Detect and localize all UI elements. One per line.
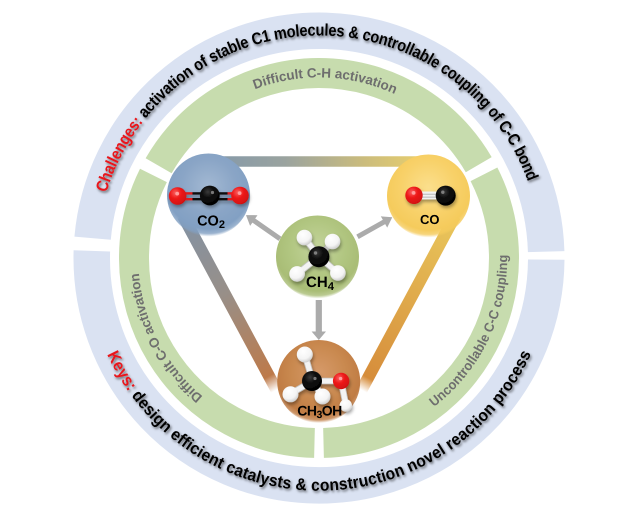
svg-text:a: a	[364, 72, 376, 89]
svg-text:c: c	[361, 25, 373, 45]
svg-text:t: t	[346, 473, 354, 493]
svg-text:o: o	[128, 281, 144, 291]
svg-text:c: c	[307, 20, 316, 39]
svg-text:f: f	[264, 72, 273, 88]
svg-text:t: t	[298, 66, 304, 81]
svg-text:o: o	[285, 22, 296, 42]
svg-text:u: u	[285, 67, 295, 83]
svg-text:o: o	[491, 291, 507, 302]
svg-text:e: e	[328, 21, 337, 40]
svg-text:t: t	[240, 463, 251, 483]
svg-text:a: a	[131, 296, 147, 307]
svg-text:t: t	[349, 68, 357, 84]
svg-text:H: H	[321, 65, 331, 80]
svg-text:l: l	[233, 35, 244, 54]
svg-text:l: l	[466, 353, 480, 364]
svg-text:u: u	[357, 471, 370, 491]
svg-text:l: l	[324, 21, 329, 40]
svg-text:C: C	[249, 28, 264, 49]
svg-text:i: i	[273, 70, 280, 85]
svg-text:i: i	[135, 310, 150, 318]
svg-text:m: m	[272, 23, 288, 44]
svg-text:CO2: CO2	[197, 214, 225, 232]
svg-text:CH3OH: CH3OH	[297, 403, 342, 422]
svg-text:n: n	[329, 475, 340, 495]
svg-text:c: c	[489, 298, 505, 309]
svg-text:c: c	[311, 476, 320, 495]
svg-text:o: o	[320, 475, 330, 494]
svg-text:i: i	[379, 466, 389, 485]
svg-text:r: r	[351, 472, 360, 492]
svg-text:t: t	[371, 74, 380, 90]
svg-text:s: s	[267, 470, 279, 490]
svg-text:t: t	[136, 313, 152, 323]
svg-text:c: c	[277, 68, 288, 84]
svg-text:c: c	[341, 67, 351, 83]
svg-text:i: i	[260, 73, 268, 88]
svg-text:-: -	[484, 317, 500, 326]
svg-text:t: t	[374, 467, 384, 487]
svg-text:l: l	[464, 356, 478, 367]
svg-text:l: l	[254, 467, 263, 486]
svg-text:-: -	[317, 65, 322, 80]
svg-text:l: l	[402, 39, 413, 58]
svg-text:l: l	[406, 40, 417, 59]
svg-text:l: l	[104, 154, 123, 166]
svg-text:v: v	[133, 303, 150, 315]
svg-text:t: t	[130, 292, 146, 300]
svg-text:l: l	[102, 158, 121, 170]
svg-text:s: s	[336, 21, 346, 41]
svg-text:C: C	[306, 65, 317, 80]
svg-text:l: l	[494, 273, 509, 278]
svg-text:n: n	[127, 273, 143, 283]
svg-text:p: p	[493, 276, 509, 286]
svg-text:-: -	[150, 344, 165, 355]
svg-text:t: t	[385, 32, 396, 52]
svg-text:s: s	[338, 474, 349, 494]
svg-text:u: u	[492, 284, 508, 294]
svg-text:e: e	[299, 21, 308, 41]
svg-text:s: s	[281, 473, 292, 493]
svg-text:CO: CO	[420, 212, 440, 227]
svg-text:v: v	[357, 70, 368, 86]
svg-text:c: c	[366, 469, 379, 489]
svg-text:l: l	[294, 21, 300, 40]
svg-text:t: t	[276, 472, 285, 492]
svg-text:i: i	[375, 75, 383, 90]
svg-text:l: l	[294, 67, 300, 82]
svg-text:i: i	[129, 289, 144, 295]
svg-text:g: g	[495, 255, 510, 263]
svg-text:u: u	[315, 20, 324, 39]
svg-text:i: i	[353, 69, 360, 84]
svg-text:&: &	[347, 22, 360, 42]
svg-text:a: a	[334, 66, 344, 82]
svg-text:n: n	[495, 262, 510, 270]
svg-text:&: &	[295, 475, 308, 495]
svg-text:i: i	[495, 270, 510, 275]
svg-text:f: f	[269, 71, 278, 87]
svg-text:l: l	[475, 338, 490, 348]
svg-text:CH4: CH4	[306, 274, 335, 293]
svg-text:l: l	[163, 362, 177, 374]
